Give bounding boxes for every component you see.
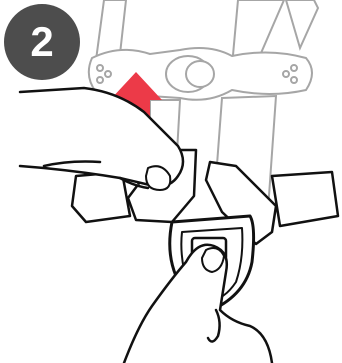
step-number: 2 <box>30 21 53 63</box>
step-number-badge: 2 <box>4 4 80 80</box>
